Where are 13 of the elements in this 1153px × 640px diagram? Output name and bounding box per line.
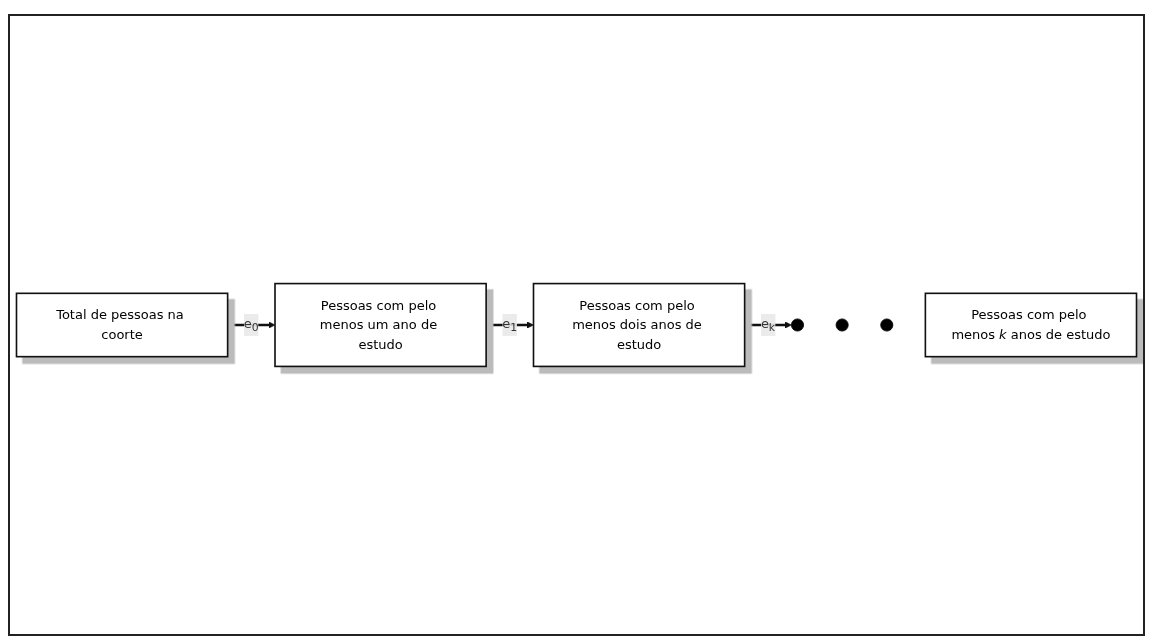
node-circle	[835, 318, 849, 332]
node-box: Total de pessoas na coorte	[15, 292, 229, 358]
arrow	[744, 321, 792, 329]
arrow	[486, 321, 534, 329]
node-box: Pessoas com pelo menos um ano de estudo	[274, 282, 487, 368]
node-box: Pessoas com pelo menos k anos de estudo	[924, 292, 1138, 358]
edge-label: e$_{0}$	[243, 315, 259, 334]
node-box: Pessoas com pelo menos dois anos de estudo	[532, 282, 746, 368]
node-circle	[880, 318, 894, 332]
arrow	[227, 321, 276, 329]
edge-label: e$_{1}$	[502, 315, 518, 334]
edge-label: e$_{k}$	[760, 315, 776, 334]
node-circle	[790, 318, 804, 332]
